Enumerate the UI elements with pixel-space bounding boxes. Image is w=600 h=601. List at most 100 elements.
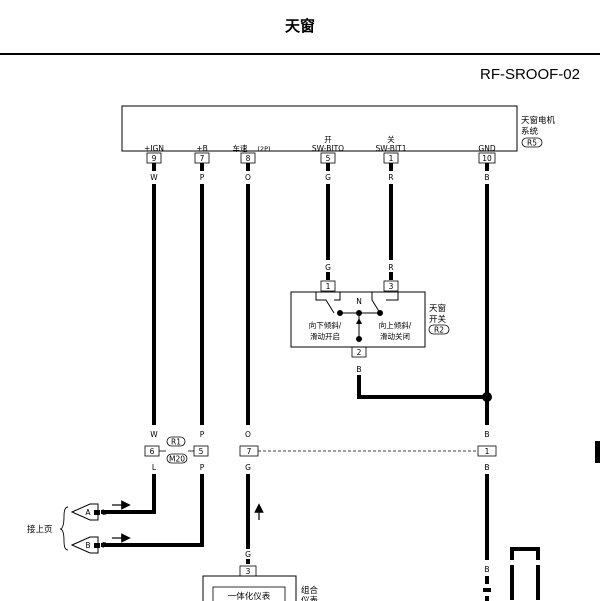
wire-color-o: O — [245, 173, 251, 182]
conn-w-top: W — [150, 430, 158, 439]
continue-label: 接上页 — [27, 524, 53, 535]
motor-pin-label-ign: +IGN — [144, 144, 164, 153]
meter-name-line2: 仪表 — [301, 595, 319, 601]
continue-a-wire: L — [102, 508, 107, 517]
switch-wire-g: G — [325, 263, 331, 272]
wire-color-p: P — [200, 173, 205, 182]
wire-color-g: G — [325, 173, 331, 182]
switch-code-badge — [428, 324, 450, 335]
wire-ground-loop — [510, 547, 540, 600]
conn-code-bottom: M20 — [169, 455, 185, 464]
motor-name-line1: 天窗电机 — [521, 115, 556, 126]
switch-right-line1: 向上倾斜/ — [379, 320, 412, 330]
motor-pin-label-open: SW-BITO — [312, 144, 344, 153]
wire-switch-ground — [357, 375, 487, 399]
svg-text:7: 7 — [247, 447, 252, 456]
switch-contact-n — [356, 310, 362, 316]
ground-wire-1: B — [484, 565, 489, 574]
meter-box — [202, 575, 297, 601]
motor-connector-8: 8 — [240, 152, 256, 164]
svg-text:B: B — [85, 541, 90, 550]
switch-left-line2: 滑动开启 — [310, 331, 340, 341]
switch-connector-1: 1 — [320, 280, 336, 292]
wire-l-to-a — [101, 474, 156, 514]
switch-left-line1: 向下倾斜/ — [309, 320, 342, 330]
svg-text:1: 1 — [326, 282, 331, 291]
ground-splice — [482, 392, 492, 402]
motor-name-line2: 系统 — [521, 126, 539, 137]
motor-code-badge — [521, 137, 543, 148]
switch-wire-r: R — [388, 263, 393, 272]
wire-color-r: R — [388, 173, 393, 182]
conn-o-bottom: G — [245, 463, 251, 472]
switch-connector-2: 2 — [351, 346, 367, 358]
meter-connector-3: 3 — [239, 565, 257, 577]
conn-b-bottom: B — [484, 463, 489, 472]
wire-color-w: W — [150, 173, 158, 182]
svg-text:8: 8 — [246, 154, 251, 163]
continue-brace — [59, 506, 69, 551]
meter-inner-box — [212, 586, 286, 601]
svg-text:5: 5 — [199, 447, 204, 456]
svg-text:A: A — [85, 508, 91, 517]
page-header: 天窗 — [0, 0, 600, 56]
motor-connector-9: 9 — [146, 152, 162, 164]
wire-p-to-b — [101, 474, 204, 547]
motor-pin-label-speed: 车速 — [233, 143, 248, 153]
conn-w-bottom: L — [152, 463, 157, 472]
switch-name-line2: 开关 — [429, 314, 447, 325]
page-edge-marker — [595, 441, 600, 463]
motor-pin-label-close: SW-BIT1 — [375, 144, 406, 153]
conn-p-bottom: P — [200, 463, 205, 472]
switch-contact-right — [377, 310, 383, 316]
motor-pin-label-gnd: GND — [478, 144, 495, 153]
motor-box — [121, 105, 518, 152]
switch-code: R2 — [434, 326, 444, 335]
svg-text:1: 1 — [389, 154, 394, 163]
header-divider — [0, 53, 600, 55]
motor-pin-label-speed-sub: (2P) — [257, 145, 270, 153]
conn-p-top: P — [200, 430, 205, 439]
motor-connector-10: 10 — [478, 152, 496, 164]
svg-text:5: 5 — [326, 154, 331, 163]
conn-o-top: O — [245, 430, 251, 439]
switch-right-line2: 滑动关闭 — [380, 331, 410, 341]
continue-a-flag: A — [70, 503, 100, 521]
svg-text:1: 1 — [485, 447, 490, 456]
conn-1: 1 — [477, 445, 497, 457]
switch-connector-3: 3 — [383, 280, 399, 292]
page-title: 天窗 — [284, 17, 315, 35]
conn-6: 6 — [144, 445, 166, 457]
conn-code-top-badge — [166, 436, 186, 447]
conn-code-bottom-badge — [166, 453, 188, 464]
svg-text:3: 3 — [389, 282, 394, 291]
motor-pin-label-open-top: 开 — [324, 135, 332, 144]
continue-b-wire: P — [102, 541, 107, 550]
switch-wire-b: B — [356, 365, 361, 374]
motor-code: R5 — [527, 139, 537, 148]
meter-inner-label: 一体化仪表 — [228, 591, 271, 601]
svg-text:7: 7 — [200, 154, 205, 163]
svg-text:9: 9 — [152, 154, 157, 163]
motor-connector-1: 1 — [383, 152, 399, 164]
conn-b-top: B — [484, 430, 489, 439]
switch-neutral: N — [356, 297, 362, 306]
wire-color-b: B — [484, 173, 489, 182]
meter-wire: G — [245, 550, 251, 559]
motor-connector-5: 5 — [320, 152, 336, 164]
svg-text:2: 2 — [357, 348, 362, 357]
conn-7: 7 — [239, 445, 259, 457]
switch-name-line1: 天窗 — [429, 303, 446, 314]
switch-contact-left — [337, 310, 343, 316]
diagram-id: RF-SROOF-02 — [479, 66, 580, 83]
svg-text:10: 10 — [482, 154, 492, 163]
motor-pin-label-b: +B — [196, 144, 207, 153]
motor-connector-7: 7 — [194, 152, 210, 164]
continue-b-flag: B — [70, 536, 100, 554]
switch-arrow — [356, 318, 362, 324]
conn-code-top: R1 — [171, 438, 181, 447]
svg-text:6: 6 — [150, 447, 155, 456]
svg-text:3: 3 — [246, 567, 251, 576]
conn-5: 5 — [188, 445, 209, 457]
